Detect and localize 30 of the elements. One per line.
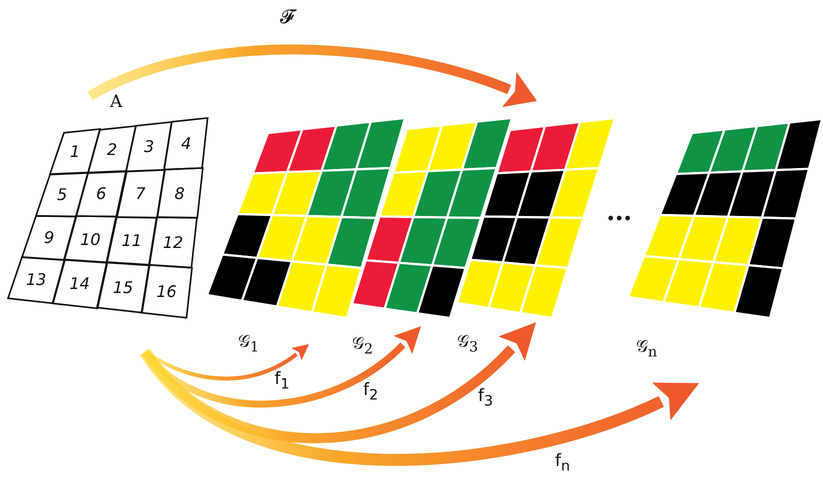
matrix-cell: 12 bbox=[149, 217, 197, 268]
edge-label: f$_{2}$ bbox=[363, 380, 378, 404]
matrix-label: A bbox=[110, 92, 122, 112]
matrix-cell: 9 bbox=[22, 216, 76, 260]
matrix-cell: 10 bbox=[64, 216, 116, 262]
matrix-cell: 8 bbox=[156, 168, 202, 218]
matrix-cell: 4 bbox=[164, 118, 208, 170]
curved-arrow bbox=[88, 44, 538, 108]
matrix-cell: 3 bbox=[126, 122, 172, 172]
matrix-cell: 11 bbox=[106, 216, 157, 266]
edge-label: 𝓕 bbox=[280, 7, 294, 30]
grid-label: 𝒢$_{1}$ bbox=[238, 332, 260, 356]
matrix-cell: 16 bbox=[142, 265, 192, 318]
matrix-cell: 5 bbox=[36, 172, 88, 216]
grid-label: 𝒢$_{n}$ bbox=[636, 337, 658, 362]
matrix-cell: 15 bbox=[97, 262, 150, 313]
edge-label: f$_{n}$ bbox=[554, 452, 570, 476]
matrix-cell: 2 bbox=[88, 126, 136, 173]
curved-arrow bbox=[140, 348, 700, 466]
edge-label: f$_{1}$ bbox=[274, 370, 290, 393]
matrix-cell: 13 bbox=[8, 256, 64, 303]
grid-label: 𝒢$_{2}$ bbox=[352, 334, 374, 358]
ellipsis: ••• bbox=[606, 210, 632, 228]
matrix-cell: 14 bbox=[52, 260, 107, 308]
edge-label: f$_{3}$ bbox=[478, 386, 493, 410]
grid-label: 𝒢$_{3}$ bbox=[457, 332, 478, 356]
curved-arrow bbox=[144, 344, 310, 381]
matrix-cell: 1 bbox=[50, 129, 100, 174]
matrix-cell: 6 bbox=[76, 171, 126, 217]
matrix-cell: 7 bbox=[116, 170, 164, 218]
